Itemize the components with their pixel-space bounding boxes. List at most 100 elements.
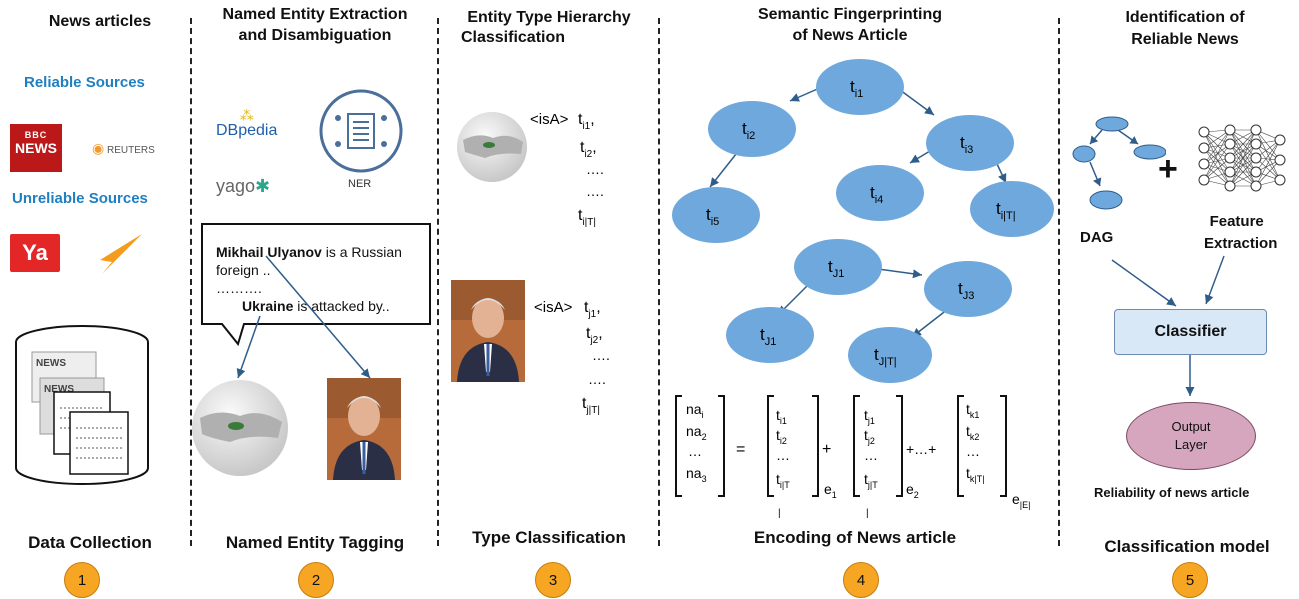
divider-2 (437, 18, 439, 546)
svg-text:e|E|: e|E| (1012, 491, 1030, 510)
nn-neuron (1224, 138, 1236, 150)
step-3-badge: 3 (535, 562, 571, 598)
col5-title-line1: Identification of (1125, 9, 1245, 26)
svg-text:tk1: tk1 (966, 401, 979, 420)
node-tj1-root: tJ1 (794, 239, 882, 295)
entity-mikhail-ulyanov: Mikhail Ulyanov (216, 244, 322, 260)
svg-text:…: … (776, 447, 790, 463)
nn-neuron (1198, 126, 1210, 138)
yago-label: yago (216, 176, 256, 196)
feature-label-line1: Feature (1209, 213, 1264, 230)
svg-text:|: | (778, 508, 781, 519)
tagging-arrows (236, 255, 371, 379)
node-ti3: ti3 (926, 115, 1014, 171)
classifier-box: Classifier (1114, 309, 1267, 355)
node-ti4: ti4 (836, 165, 924, 221)
svg-text:…: … (688, 443, 702, 459)
divider-3 (658, 18, 660, 546)
svg-text:|: | (866, 508, 869, 519)
col4-title-line1: Semantic Fingerprinting (757, 6, 942, 23)
node-tjT: tJ|T| (848, 327, 932, 383)
output-layer-node: Output Layer (1126, 402, 1256, 470)
svg-text:…: … (864, 447, 878, 463)
svg-text:….: …. (588, 371, 606, 387)
globe-image-col3 (457, 112, 527, 182)
step-1-badge: 1 (64, 562, 100, 598)
plus-sign: + (1158, 150, 1178, 188)
nn-neuron (1250, 152, 1262, 164)
nn-neuron (1250, 180, 1262, 192)
col4-title-line2: of News Article (792, 27, 908, 44)
nn-neuron (1224, 180, 1236, 192)
nn-neuron (1198, 158, 1210, 170)
step-4-badge: 4 (843, 562, 879, 598)
ner-icon (319, 89, 403, 173)
ner-label: NER (348, 178, 372, 190)
svg-text:tj|T|: tj|T| (582, 395, 600, 416)
feature-label-line2: Extraction (1204, 235, 1278, 252)
reliability-label: Reliability of news article (1094, 485, 1250, 500)
svg-text:nai: nai (686, 401, 704, 420)
ya-logo: Ya (10, 234, 60, 272)
dbpedia-label: DBpedia (216, 122, 278, 139)
nn-neuron (1198, 174, 1210, 186)
neural-network-icon (1198, 124, 1286, 192)
nn-neuron (1224, 166, 1236, 178)
nn-neuron (1224, 124, 1236, 136)
col3-title-line1: Entity Type Hierarchy (467, 9, 631, 26)
nn-neuron (1274, 134, 1286, 146)
divider-1 (190, 18, 192, 546)
node-ti1: ti1 (816, 59, 904, 115)
nn-neuron (1274, 154, 1286, 166)
col4-bottom-label: Encoding of News article (753, 528, 957, 547)
svg-text:ti2: ti2 (776, 427, 787, 446)
svg-text:NEWS: NEWS (44, 384, 74, 395)
globe-image-ukraine (192, 380, 288, 476)
bbc-news-logo: BBC NEWS (10, 124, 62, 172)
svg-text:e2: e2 (906, 481, 919, 500)
svg-text:+…+: +…+ (906, 441, 936, 457)
bubble-line1-rest: is a Russian (321, 244, 402, 260)
svg-text:=: = (736, 441, 745, 458)
col3-title-line2: Classification (460, 29, 566, 46)
news-database-icon: NEWS NEWS (15, 325, 149, 485)
isa-label-1: <isA> (530, 111, 569, 128)
isa-label-2: <isA> (534, 299, 573, 316)
type-list-2: <isA> tj1, tj2, …. …. tj|T| (534, 299, 610, 416)
node-tj1-child: tJ1 (726, 307, 814, 363)
bubble-line3: ………. (216, 280, 262, 296)
node-tiT: ti|T| (970, 181, 1054, 237)
bubble-text: Mikhail Ulyanov is a Russian foreign .. … (216, 243, 426, 315)
entity-ukraine: Ukraine (242, 298, 294, 314)
text-bubble-shape (201, 223, 431, 347)
classification-arrows (1111, 255, 1225, 396)
feature-extraction-label: Feature Extraction (1196, 211, 1277, 255)
col2-title-line1: Named Entity Extraction (222, 6, 408, 23)
svg-text:ti|T|: ti|T| (578, 207, 596, 228)
nn-neuron (1224, 152, 1236, 164)
nn-neuron (1250, 124, 1262, 136)
svg-text:na2: na2 (686, 423, 707, 442)
bubble-line2: foreign .. (216, 262, 271, 278)
svg-text:tj|T: tj|T (864, 471, 878, 490)
bubble-line4-rest: is attacked by.. (293, 298, 390, 314)
output-label-line2: Layer (1174, 437, 1208, 452)
divider-4 (1058, 18, 1060, 546)
nn-neuron (1198, 142, 1210, 154)
yago-logo: yago✱ (216, 176, 271, 196)
type-list-1: <isA> ti1, ti2, …. …. ti|T| (530, 111, 604, 228)
svg-text:tj1: tj1 (864, 407, 875, 426)
step-5-badge: 5 (1172, 562, 1208, 598)
node-ti5: ti5 (672, 187, 760, 243)
col2-title-line2: and Disambiguation (238, 27, 392, 44)
encoding-equation: nai na2 … na3 = ti1 ti2 … ti|T | + e1 tj… (675, 395, 1030, 519)
portrait-photo-col3 (451, 280, 525, 382)
col1-bottom-label: Data Collection (28, 533, 152, 552)
svg-text:….: …. (586, 183, 604, 199)
node-tj3: tJ3 (924, 261, 1012, 317)
svg-text:tj1,: tj1, (584, 299, 601, 320)
semantic-fingerprint-trees: ti1 ti2 ti3 ti4 ti5 ti|T| tJ1 tJ3 tJ1 tJ… (672, 59, 1054, 383)
step-2-badge: 2 (298, 562, 334, 598)
reuters-logo: ◉ REUTERS (92, 140, 155, 156)
svg-text:na3: na3 (686, 465, 707, 484)
